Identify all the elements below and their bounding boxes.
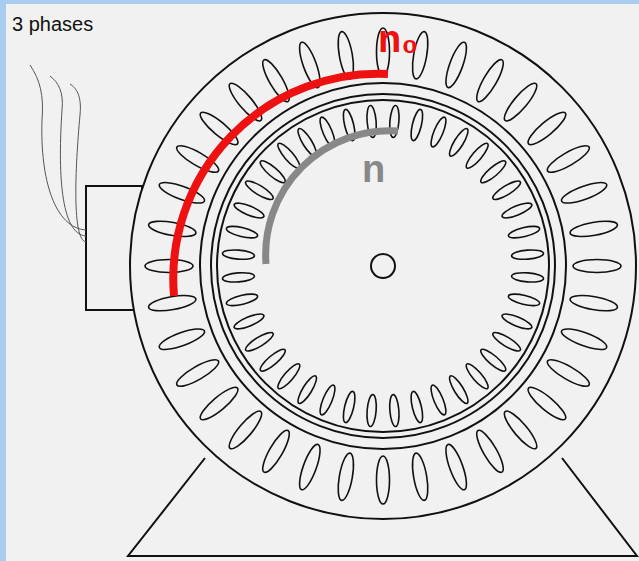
slot [341,390,357,423]
slot [428,116,449,149]
slot [500,311,533,332]
rotor-outline [211,94,555,438]
slot [225,407,266,452]
slot [222,272,255,283]
slot [243,330,275,354]
slot [389,394,400,427]
rotor-outline [217,100,549,432]
slot [447,374,471,406]
slot [511,272,544,283]
slot [511,249,544,260]
slot [295,442,324,492]
slot [428,383,449,416]
stator-bore [200,83,566,449]
slot [472,57,507,105]
speed-label: n₀ [378,20,418,58]
slot [258,158,288,186]
slot [500,80,541,125]
slot [258,346,288,374]
slot [447,126,471,158]
slot [569,293,619,314]
slot [573,260,621,273]
slot [544,141,592,176]
slot [500,407,541,452]
slot [317,383,338,416]
supply-wire [50,76,86,236]
stator-slots [145,28,621,504]
page-ground [6,4,639,561]
rotor-slots [222,105,544,427]
supply-wire [70,84,86,242]
slot [335,452,356,502]
slot [472,427,507,475]
slot [233,200,266,221]
slot [463,361,491,391]
slot [442,40,471,90]
slot [258,427,293,475]
slot [410,452,431,502]
slot [524,108,569,149]
slot [147,218,197,239]
slot [478,346,508,374]
slot [222,249,255,260]
slot [442,442,471,492]
slot [157,325,207,354]
slot [409,390,425,423]
slot [524,383,569,424]
shaft [371,254,395,278]
slot [559,325,609,354]
rotor-speed-arc [266,131,398,264]
slot [544,355,592,390]
slot [491,178,523,202]
slot [243,178,275,202]
slot [500,200,533,221]
slot [507,292,540,308]
slot [463,141,491,171]
slot [275,361,303,391]
slot [478,158,508,186]
slot [559,178,609,207]
slot [295,374,319,406]
slot [409,108,425,141]
speed-label: n [362,150,385,188]
stator-housing [130,13,636,519]
slot [569,218,619,239]
slot [233,311,266,332]
field-speed-arc [173,74,388,296]
slot [145,260,193,273]
slot [197,383,242,424]
phase-label: 3 phases [12,14,93,34]
slot [225,292,258,308]
slot [507,224,540,240]
slot [491,330,523,354]
slot [174,355,222,390]
slot [225,224,258,240]
slot [377,456,390,504]
slot [366,394,377,427]
